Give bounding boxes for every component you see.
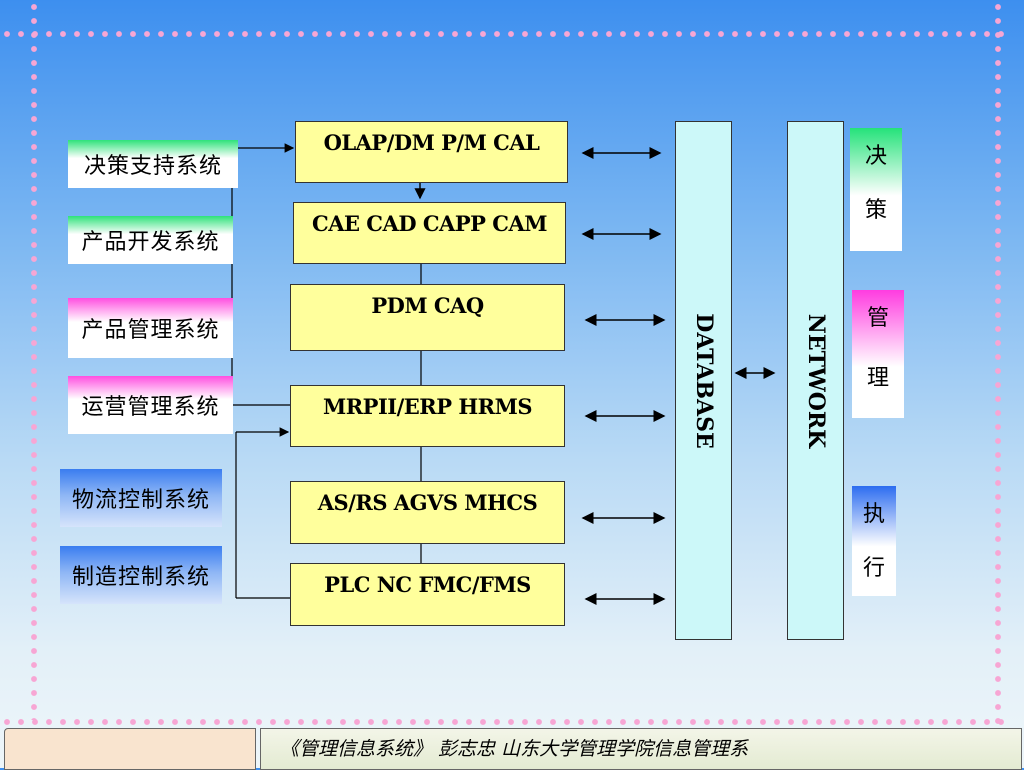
left-system-label: 决策支持系统	[83, 154, 222, 179]
module-olap: OLAP/DM P/M CAL	[295, 121, 568, 183]
module-label: OLAP/DM P/M CAL	[323, 130, 540, 155]
left-system-label: 运营管理系统	[81, 395, 220, 420]
right-label-char: 策	[864, 198, 887, 223]
module-pdm: PDM CAQ	[290, 284, 565, 351]
left-system-label: 产品开发系统	[81, 230, 220, 255]
module-plc: PLC NC FMC/FMS	[290, 563, 565, 626]
module-label: MRPII/ERP HRMS	[322, 394, 533, 419]
network-bar: NETWORK	[787, 121, 844, 640]
right-dotted-border	[994, 0, 1002, 740]
database-bar: DATABASE	[675, 121, 732, 640]
right-label-decision: 决 策	[850, 128, 902, 251]
left-system-logistics-control: 物流控制系统	[60, 469, 222, 527]
module-asrs: AS/RS AGVS MHCS	[290, 481, 565, 544]
footer-text: 《管理信息系统》 彭志忠 山东大学管理学院信息管理系	[280, 738, 749, 760]
footer-bar: 《管理信息系统》 彭志忠 山东大学管理学院信息管理系	[0, 724, 1024, 770]
left-system-decision-support: 决策支持系统	[68, 140, 238, 188]
left-system-label: 产品管理系统	[81, 318, 220, 343]
left-dotted-border	[30, 0, 38, 720]
module-label: AS/RS AGVS MHCS	[317, 490, 538, 515]
left-system-product-development: 产品开发系统	[68, 216, 233, 264]
right-label-char: 管	[866, 306, 889, 331]
left-system-label: 制造控制系统	[71, 565, 210, 590]
right-label-execution: 执 行	[852, 486, 896, 596]
bottom-dotted-border	[0, 718, 1010, 726]
right-label-management: 管 理	[852, 290, 904, 418]
module-label: PDM CAQ	[371, 293, 484, 318]
network-label: NETWORK	[802, 313, 829, 448]
module-cae: CAE CAD CAPP CAM	[293, 202, 566, 264]
left-system-operations-management: 运营管理系统	[68, 376, 233, 434]
module-mrpii: MRPII/ERP HRMS	[290, 385, 565, 447]
right-label-char: 决	[864, 144, 887, 169]
left-system-product-management: 产品管理系统	[68, 298, 233, 358]
top-dotted-border	[0, 30, 1010, 38]
left-system-label: 物流控制系统	[71, 488, 210, 513]
right-label-char: 执	[862, 502, 885, 527]
module-label: CAE CAD CAPP CAM	[311, 211, 548, 236]
database-label: DATABASE	[690, 312, 717, 449]
footer-left-panel	[4, 728, 256, 770]
left-system-manufacturing-control: 制造控制系统	[60, 546, 222, 604]
right-label-char: 行	[862, 556, 885, 581]
right-label-char: 理	[866, 366, 889, 391]
module-label: PLC NC FMC/FMS	[324, 572, 531, 597]
